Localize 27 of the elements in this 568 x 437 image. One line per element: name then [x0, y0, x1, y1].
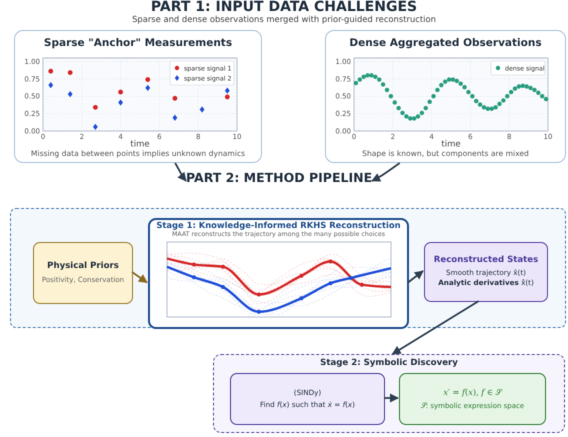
panel-title: Dense Aggregated Observations [348, 37, 543, 50]
box-title: Physical Priors [47, 262, 119, 272]
page-title: PART 1: INPUT DATA CHALLENGES [150, 0, 418, 14]
arrow [371, 162, 400, 182]
process-box [148, 218, 409, 329]
chart-panel [325, 30, 566, 163]
axis-title: time [441, 140, 461, 150]
axis-title: time [130, 140, 150, 150]
process-box [424, 242, 548, 302]
stage-title: Stage 1: Knowledge-Informed RKHS Reconstruction [155, 221, 402, 231]
arrow [392, 300, 480, 355]
chart-panel [14, 30, 262, 163]
section-heading: PART 2: METHOD PIPELINE [186, 171, 372, 186]
arrow [384, 394, 399, 402]
box-title: Reconstructed States [434, 256, 538, 266]
stage-title: Stage 2: Symbolic Discovery [319, 359, 459, 369]
page-subtitle: Sparse and dense observations merged with prior-guided reconstruction [131, 14, 437, 24]
stage-band [213, 354, 565, 433]
arrow [131, 271, 148, 284]
arrow [407, 270, 424, 284]
arrow [174, 162, 187, 182]
pipeline-band [10, 208, 566, 328]
process-box [33, 242, 133, 304]
formula: x′ = f(x), f ∈ 𝒮 [443, 388, 502, 398]
process-box [230, 373, 385, 425]
panel-title: Sparse "Anchor" Measurements [42, 37, 234, 50]
result-box [399, 373, 546, 425]
